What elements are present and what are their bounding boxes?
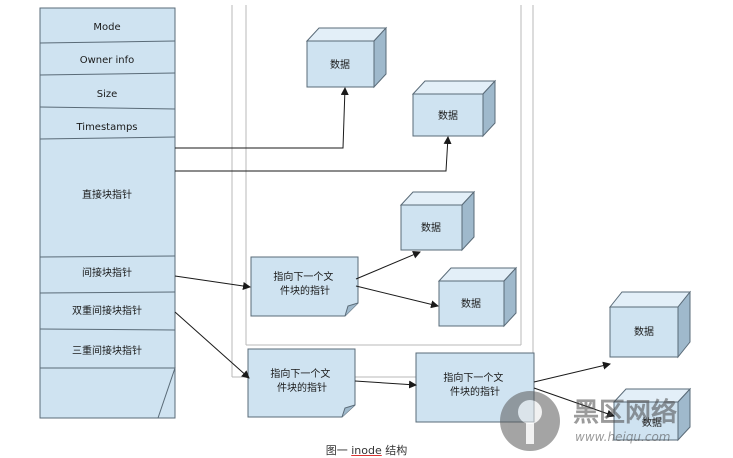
inode-field-double-indirect-pointer: 双重间接块指针 bbox=[72, 304, 142, 317]
inode-field-owner-info: Owner info bbox=[80, 55, 135, 66]
caption-prefix: 图一 bbox=[325, 444, 348, 457]
data-block-6-label: 数据 bbox=[642, 416, 662, 429]
caption-inode: inode bbox=[351, 444, 382, 457]
watermark-title: 黑区网络 bbox=[573, 397, 677, 428]
inode-table: Mode Owner info Size Timestamps 直接块指针 间接… bbox=[39, 7, 176, 419]
figure-caption: 图一 inode 结构 bbox=[0, 442, 733, 458]
data-block-5-label: 数据 bbox=[634, 325, 654, 338]
data-block-6: 数据 bbox=[612, 387, 692, 442]
inode-field-triple-indirect-pointer: 三重间接块指针 bbox=[72, 344, 142, 357]
double-indirect-level2-text: 指向下一个文 件块的指针 bbox=[443, 371, 506, 398]
data-block-1: 数据 bbox=[305, 26, 388, 89]
inode-field-timestamps: Timestamps bbox=[75, 122, 137, 133]
inode-field-size: Size bbox=[97, 89, 118, 100]
double-indirect-level1-block: 指向下一个文 件块的指针 bbox=[247, 348, 356, 418]
caption-suffix: 结构 bbox=[385, 444, 408, 457]
data-block-3-label: 数据 bbox=[421, 221, 441, 234]
data-block-3: 数据 bbox=[399, 190, 476, 252]
data-block-2: 数据 bbox=[411, 79, 497, 138]
indirect-pointer-block: 指向下一个文 件块的指针 bbox=[250, 256, 359, 317]
double-indirect-level1-text: 指向下一个文 件块的指针 bbox=[270, 367, 333, 394]
inode-field-mode: Mode bbox=[93, 22, 120, 33]
watermark-logo bbox=[500, 391, 560, 451]
indirect-pointer-text: 指向下一个文 件块的指针 bbox=[273, 270, 336, 297]
data-block-1-label: 数据 bbox=[330, 58, 350, 71]
watermark-url: www.heiqu.com bbox=[575, 430, 670, 444]
data-block-4: 数据 bbox=[437, 266, 518, 328]
watermark: 黑区网络 www.heiqu.com bbox=[500, 391, 677, 451]
inode-field-indirect-pointer: 间接块指针 bbox=[82, 266, 132, 279]
data-block-2-label: 数据 bbox=[438, 109, 458, 122]
inode-field-direct-pointer: 直接块指针 bbox=[82, 188, 132, 201]
connectors bbox=[174, 87, 615, 418]
data-block-5: 数据 bbox=[608, 290, 692, 359]
data-block-4-label: 数据 bbox=[461, 297, 481, 310]
